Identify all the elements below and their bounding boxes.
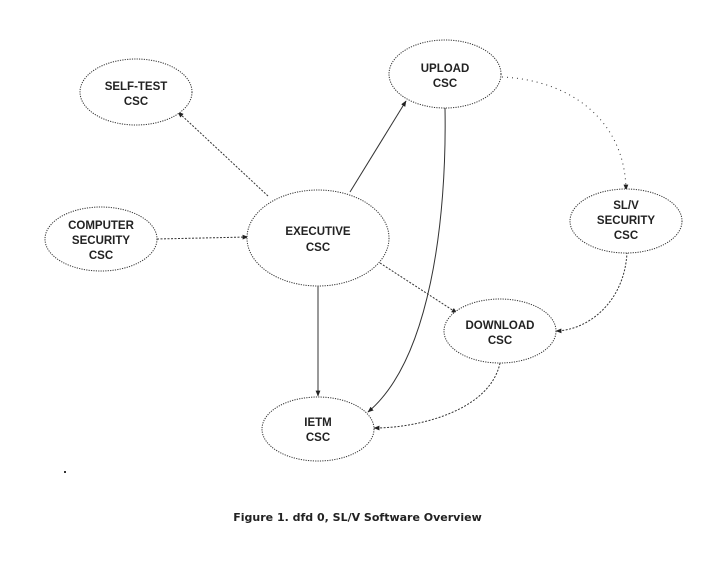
edge-executive-to-download — [379, 262, 458, 314]
edge-computer-security-to-executive — [156, 234, 249, 240]
edge-slv-security-to-download — [555, 251, 628, 334]
edge-executive-to-upload — [349, 100, 407, 193]
edge-executive-to-self-test — [177, 111, 269, 197]
figure-caption: Figure 1. dfd 0, SL/V Software Overview — [233, 511, 482, 524]
edge-upload-to-slv-security — [501, 76, 629, 191]
edge-download-to-ietm — [373, 362, 501, 431]
edge-upload-to-ietm — [367, 107, 446, 413]
scan-speck — [64, 471, 66, 473]
